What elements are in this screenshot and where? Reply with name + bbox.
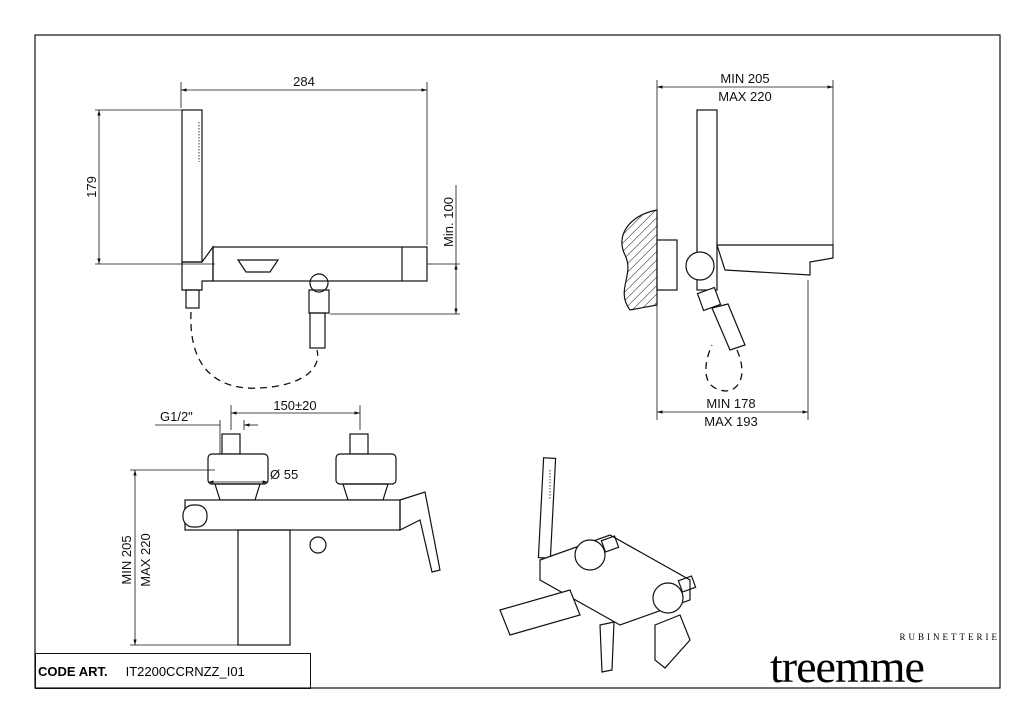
side-view: 284 179 Min. 100 xyxy=(84,74,460,389)
dim-284: 284 xyxy=(293,74,315,89)
drawing-frame xyxy=(34,34,1001,689)
dim-right-top-max: MAX 220 xyxy=(718,89,771,104)
dim-right-bottom-max: MAX 193 xyxy=(704,414,757,429)
code-article-value: IT2200CCRNZZ_I01 xyxy=(125,663,245,679)
dim-179: 179 xyxy=(84,176,99,198)
dim-diameter: Ø 55 xyxy=(270,467,298,482)
dim-spacing: 150±20 xyxy=(273,398,316,413)
code-article-box: CODE ART. IT2200CCRNZZ_I01 xyxy=(35,653,311,689)
dim-thread: G1/2" xyxy=(160,409,193,424)
dim-min-100: Min. 100 xyxy=(441,197,456,247)
dim-right-top-min: MIN 205 xyxy=(720,71,769,86)
logo-wordmark: treemme xyxy=(770,641,925,692)
brand-logo: RUBINETTERIE treemme xyxy=(770,632,1002,702)
right-view: MIN 205 MAX 220 MIN 178 MAX 193 xyxy=(621,71,834,429)
dim-front-min: MIN 205 xyxy=(119,535,134,584)
perspective-view xyxy=(499,457,697,673)
code-article-label: CODE ART. xyxy=(38,663,108,679)
logo-subtitle: RUBINETTERIE xyxy=(899,632,1000,642)
dim-right-bottom-min: MIN 178 xyxy=(706,396,755,411)
dim-front-max: MAX 220 xyxy=(138,533,153,586)
front-view: G1/2" 150±20 Ø 55 MIN 205 MAX 220 xyxy=(119,398,441,646)
